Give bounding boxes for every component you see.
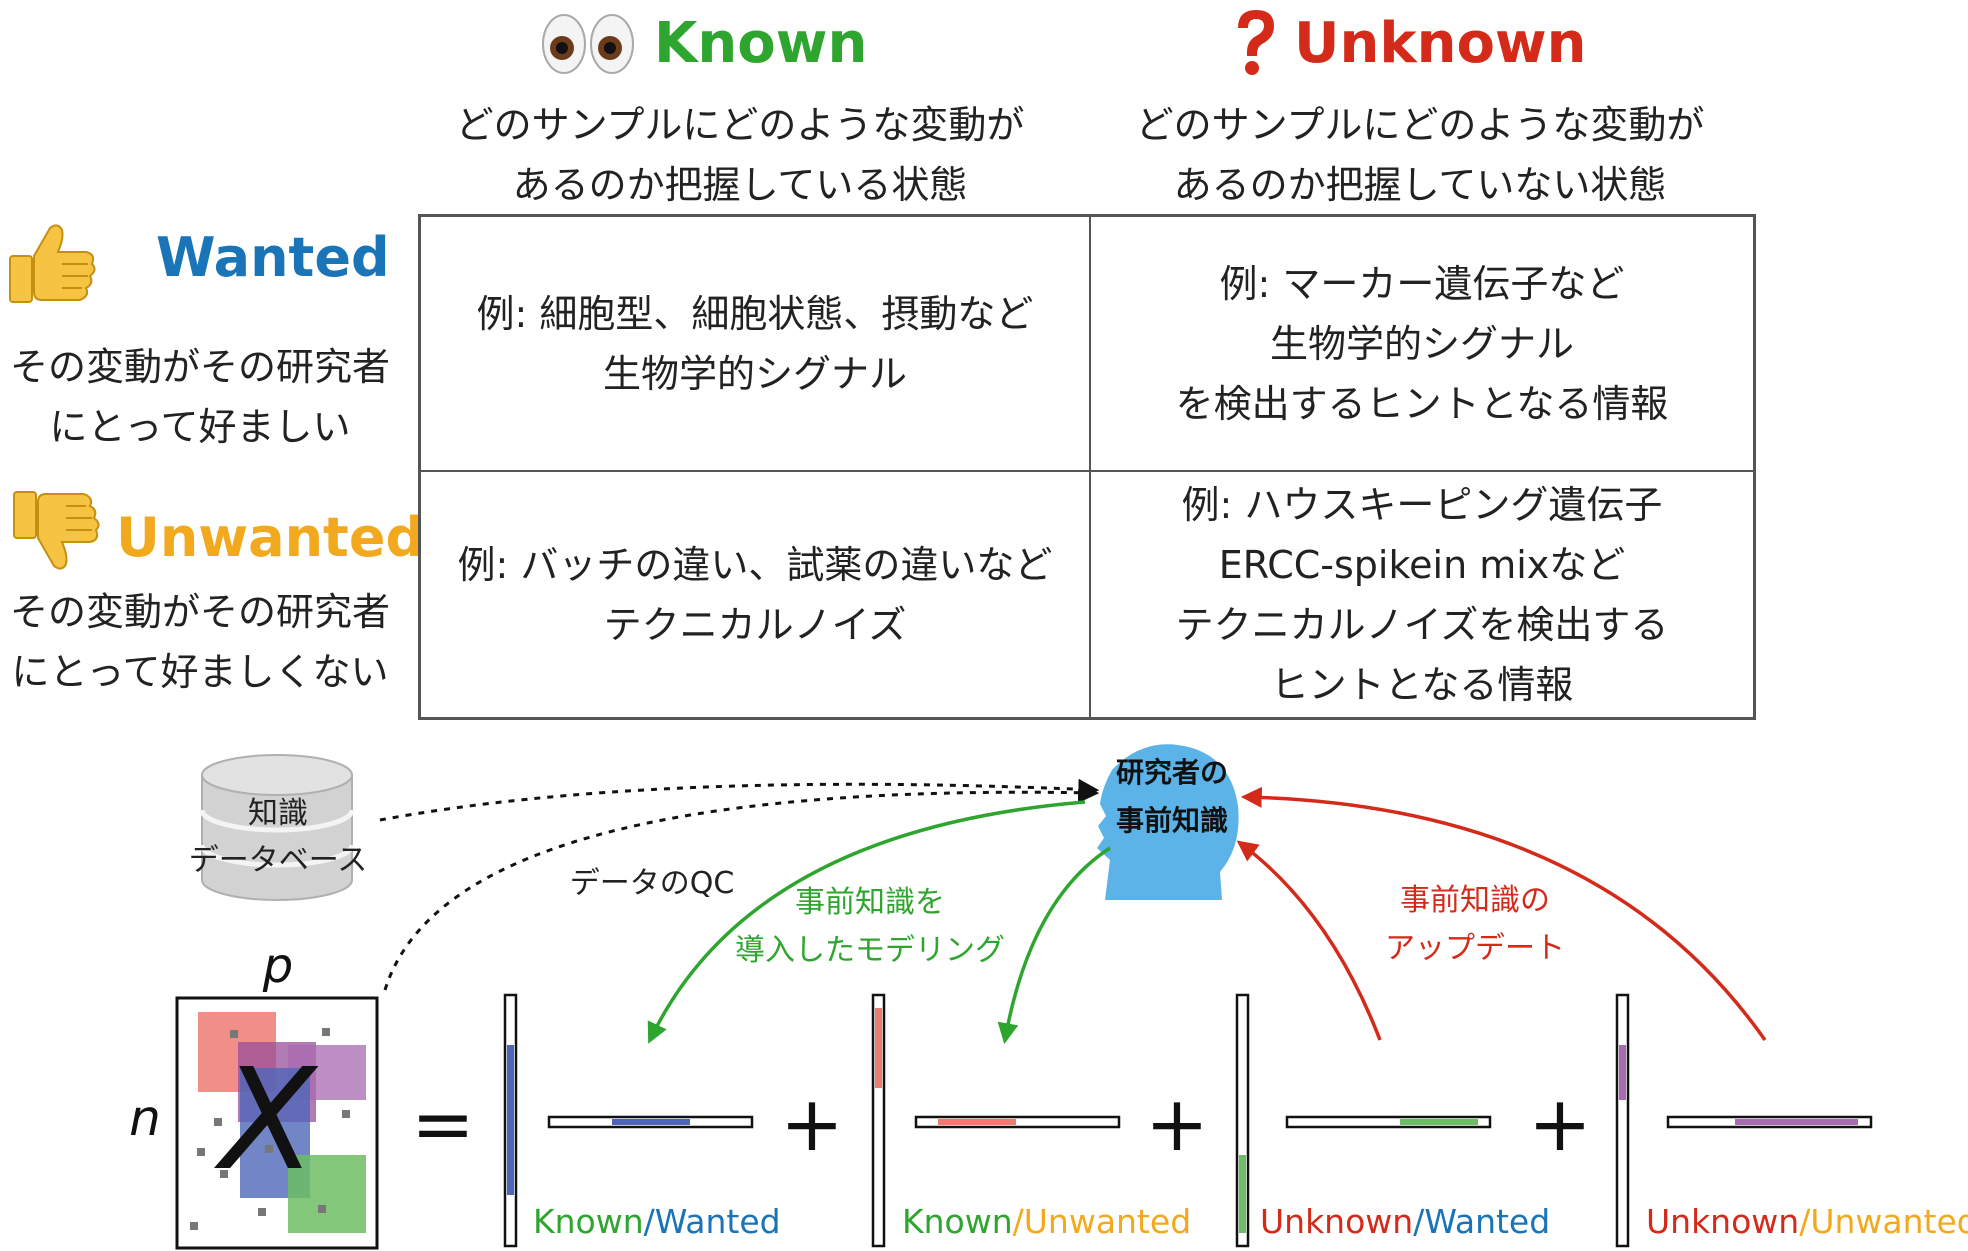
qc-label: データのQC [570,866,735,901]
update-label-line2: アップデート [1385,931,1565,966]
plus-sign-1: + [780,1079,844,1168]
cell-known-unwanted-line1: 例: バッチの違い、試薬の違いなど [457,542,1053,587]
red-question-icon [1238,10,1274,75]
component-known-wanted [503,993,754,1248]
dim-p-label: p [262,938,293,994]
unwanted-desc-line2: にとって好ましくない [11,650,389,694]
cell-unknown-wanted-line3: を検出するヒントとなる情報 [1175,381,1669,426]
unwanted-desc-line1: その変動がその研究者 [9,590,390,634]
cell-known-unwanted: 例: バッチの違い、試薬の違いなど テクニカルノイズ [421,472,1089,717]
component-3-label: Unknown/Wanted [1260,1202,1550,1241]
head-label-line2: 事前知識 [1116,804,1228,837]
data-matrix [175,996,379,1250]
wanted-desc: その変動がその研究者 にとって好ましい [0,337,400,457]
cell-known-unwanted-line2: テクニカルノイズ [603,602,907,647]
wanted-header: Wanted [6,222,406,304]
unknown-label: Unknown [1294,10,1587,76]
known-desc-line1: どのサンプルにどのような変動が [455,103,1025,147]
modeling-arrow-known-wanted [647,800,1086,1044]
unknown-desc-line2: あるのか把握していない状態 [1173,163,1667,207]
unknown-header: Unknown [1230,8,1587,78]
thumbs-up-icon [9,224,96,303]
database-label-line2: データベース [189,843,368,878]
component-known-unwanted [871,993,1121,1248]
update-arrow-unknown-unwanted [1240,786,1767,1042]
known-header: Known [540,8,867,78]
modeling-arrow-known-unwanted [997,846,1111,1045]
cell-unknown-wanted-line2: 生物学的シグナル [1269,321,1574,366]
unknown-desc-line1: どのサンプルにどのような変動が [1135,103,1705,147]
database-label-line1: 知識 [248,796,308,831]
component-unknown-wanted [1235,993,1492,1248]
dim-n-label: n [129,1089,161,1147]
cell-unknown-wanted-line1: 例: マーカー遺伝子など [1219,261,1625,306]
wanted-desc-line2: にとって好ましい [49,405,351,449]
component-unknown-unwanted [1615,993,1873,1248]
unknown-desc: どのサンプルにどのような変動が あるのか把握していない状態 [1100,95,1740,215]
unwanted-label: Unwanted [116,506,425,569]
component-2-label: Known/Unwanted [902,1202,1191,1241]
cell-known-wanted-line2: 生物学的シグナル [602,351,907,396]
modeling-label-line2: 導入したモデリング [735,933,1005,968]
cell-known-wanted-line1: 例: 細胞型、細胞状態、摂動など [476,291,1034,336]
table-horizontal-divider [421,470,1753,472]
table-vertical-divider [1089,217,1091,717]
qc-to-head-arrow [383,782,1100,991]
matrix-table: 例: 細胞型、細胞状態、摂動など 生物学的シグナル 例: マーカー遺伝子など 生… [418,214,1756,720]
component-1-label: Known/Wanted [533,1202,781,1241]
head-label-line1: 研究者の [1116,756,1228,789]
matrix-symbol: X [213,1039,319,1202]
head-icon [1097,744,1239,900]
equals-sign: = [411,1079,475,1168]
component-4-label: Unknown/Unwanted [1646,1202,1968,1241]
plus-sign-3: + [1528,1079,1592,1168]
database-icon [199,754,355,901]
modeling-label-line1: 事前知識を [795,885,945,920]
wanted-desc-line1: その変動がその研究者 [9,345,390,389]
thumbs-down-icon [13,491,100,570]
cell-known-wanted: 例: 細胞型、細胞状態、摂動など 生物学的シグナル [421,217,1089,470]
cell-unknown-unwanted-line2: ERCC-spikein mixなど [1218,542,1626,587]
database-to-head-arrow [379,778,1100,822]
unwanted-header: Unwanted [6,486,424,570]
update-arrow-unknown-wanted [1236,840,1382,1041]
eyes-icon [542,14,634,74]
cell-unknown-unwanted: 例: ハウスキーピング遺伝子 ERCC-spikein mixなど テクニカルノ… [1091,472,1753,717]
known-desc-line2: あるのか把握している状態 [512,163,968,207]
cell-unknown-unwanted-line4: ヒントとなる情報 [1270,662,1574,707]
cell-unknown-wanted: 例: マーカー遺伝子など 生物学的シグナル を検出するヒントとなる情報 [1091,217,1753,470]
known-label: Known [654,10,868,76]
plus-sign-2: + [1145,1079,1209,1168]
cell-unknown-unwanted-line1: 例: ハウスキーピング遺伝子 [1181,482,1663,527]
known-desc: どのサンプルにどのような変動が あるのか把握している状態 [420,95,1060,215]
unwanted-desc: その変動がその研究者 にとって好ましくない [0,582,400,702]
cell-unknown-unwanted-line3: テクニカルノイズを検出する [1175,602,1669,647]
wanted-label: Wanted [156,226,390,289]
update-label-line1: 事前知識の [1400,883,1550,918]
